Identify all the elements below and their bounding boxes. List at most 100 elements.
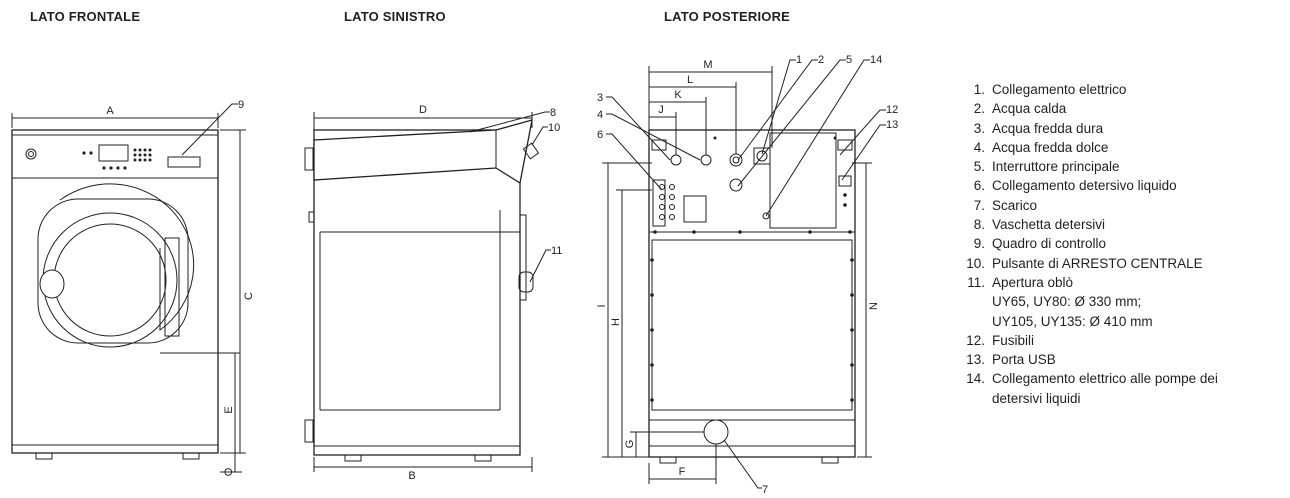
callout-12-leader [839,109,886,156]
front-door-frame [37,198,189,344]
dim-label-g: G [624,440,636,449]
left-view [304,111,551,472]
callout-13-leader [841,124,886,181]
legend-item-text: Collegamento detersivo liquido [992,178,1177,194]
legend-item: 6. Collegamento detersivo liquido [958,176,1218,195]
callout-10-leader [531,126,548,146]
callout-4-leader [606,113,701,161]
front-control-panel [11,134,219,179]
rear-foot-left [659,456,677,464]
callout-7: 7 [762,484,768,496]
dim-label-b: B [408,470,415,482]
callout-11: 11 [551,245,562,257]
legend-item: 4. Acqua fredda dolce [958,138,1218,157]
callout-3-leader [606,96,671,161]
callout-7-leader [723,439,762,489]
rear-cabinet-outline [648,129,856,458]
legend-item-number: 6. [973,178,985,194]
rear-screws [650,136,854,402]
legend-item-text: Apertura oblò [992,274,1074,290]
dim-label-h: H [610,318,622,326]
callout-6-leader [606,133,663,191]
legend-item-number: 1. [973,82,985,97]
rear-inlet-hot [729,153,743,167]
legend-item: 12.Fusibili [958,331,1218,350]
legend-item: 7.Scarico [958,196,1218,215]
front-hinge [164,237,180,337]
legend-item-number: 12. [966,332,985,348]
dim-label-c: C [243,292,255,300]
legend-item-number: 4. [973,139,985,155]
legend-item-number: 13. [966,352,985,368]
left-foot-rear [474,454,492,462]
dim-label-d: D [419,104,427,116]
legend-item-text: Collegamento elettrico [992,82,1127,97]
left-front-panel-edge [304,147,314,171]
legend-item-text: Porta USB [992,352,1056,368]
rear-upper-panel [648,129,856,233]
rear-view-title: LATO POSTERIORE [664,9,791,24]
front-label-plate [167,156,201,168]
rear-power-inlet [753,147,771,165]
front-stop-button-icon [25,148,37,160]
legend-item-number: 8. [973,217,985,233]
front-view-title: LATO FRONTALE [30,9,141,24]
rear-main-switch [729,178,743,192]
callout-5-leader [737,59,846,187]
legend-item-text: Acqua fredda dolce [992,139,1109,155]
rear-view [602,59,886,489]
legend-item: 9.Quadro di controllo [958,234,1218,253]
left-stop-button-icon [522,142,540,160]
callout-1: 1 [796,54,802,66]
legend-item-text: Vaschetta detersivi [992,217,1106,233]
front-door-handle [39,269,65,299]
legend-item: 1. Collegamento elettrico [958,80,1218,99]
front-display [98,144,129,162]
dim-label-m: M [703,59,712,71]
callout-10: 10 [548,122,560,134]
front-view [11,103,246,473]
callout-4: 4 [597,109,603,121]
legend-item-text: Acqua fredda dura [992,120,1104,136]
rear-inlet-cold-soft [700,154,712,166]
left-stop-knob [518,271,534,293]
callout-9-leader [181,103,238,156]
legend-item-text: Acqua calda [992,101,1067,117]
front-foot-right [182,452,200,460]
rear-detergent-ports [659,184,675,220]
legend-item-text: UY105, UY135: Ø 410 mm [992,313,1153,329]
legend-item-number: 11. [967,274,985,290]
left-foot-front [344,454,362,462]
callout-11-leader [529,249,551,283]
legend-item-text: Scarico [992,197,1038,213]
callout-3: 3 [597,92,603,104]
legend-item-text: Quadro di controllo [992,236,1107,252]
front-top-strip [11,129,219,136]
left-rear-panel [519,214,527,301]
legend-item: 2.Acqua calda [958,99,1218,118]
callout-8-leader [469,111,550,133]
dim-label-f: F [679,466,686,478]
callout-5: 5 [846,54,852,66]
legend-item: 3.Acqua fredda dura [958,119,1218,138]
dim-label-o: O [223,467,235,476]
front-foot-left [35,452,53,460]
legend-item: 5.Interruttore principale [958,157,1218,176]
callout-12: 12 [886,104,898,116]
dim-label-k: K [674,89,682,101]
dim-label-n: N [868,302,880,310]
front-keypad [82,148,152,170]
rear-electrical-box [769,132,837,229]
legend-item-text: UY65, UY80: Ø 330 mm; [992,294,1142,310]
legend-item-text: detersivi liquidi [992,390,1081,406]
callout-1-leader [761,59,796,155]
rear-inlet-cold-hard [670,154,682,166]
callout-14: 14 [870,54,882,66]
callout-6: 6 [597,129,603,141]
legend-item-number: 14. [966,371,985,387]
rear-pump-connection [762,212,770,220]
legend-item: 13. Porta USB [958,350,1218,369]
legend-item: 8. Vaschetta detersivi [958,215,1218,234]
